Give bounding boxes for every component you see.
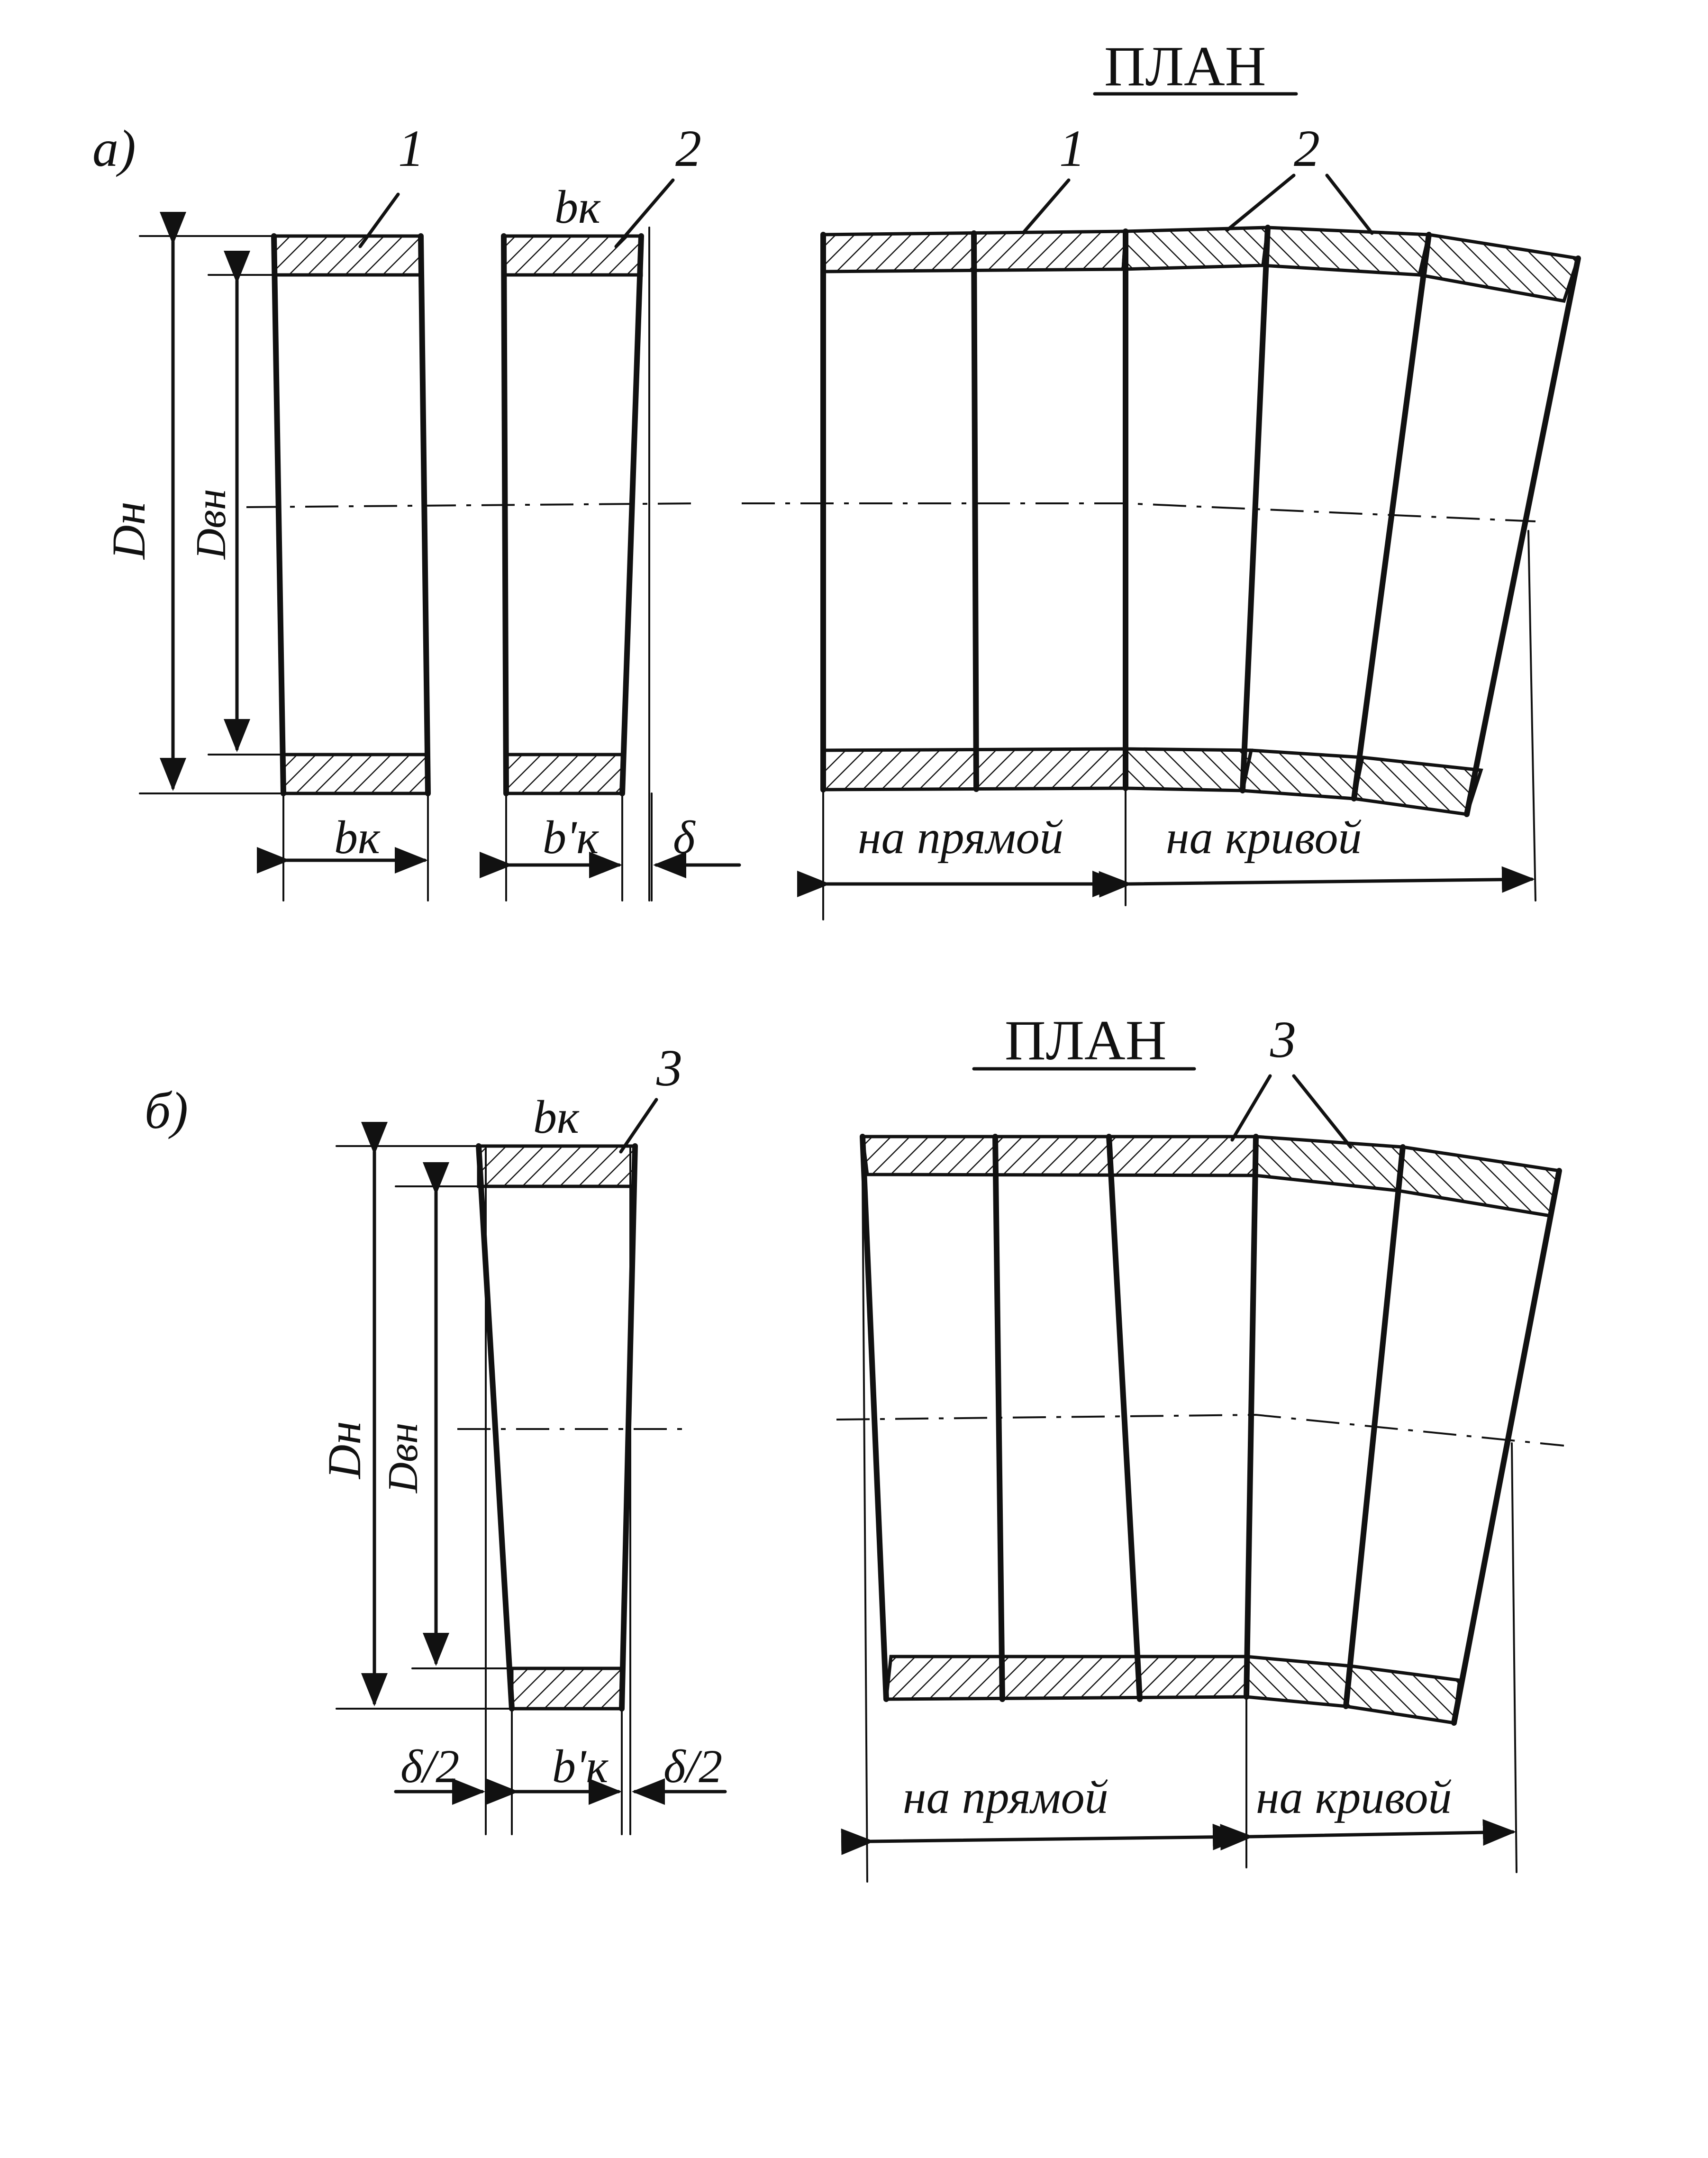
plan-a-on-curve: на кривой xyxy=(1166,811,1362,864)
plan-a-centerline xyxy=(742,502,1536,522)
ring-3-top-width: bк xyxy=(533,1091,580,1143)
plan-a-bottom-wall-curve-1 xyxy=(1124,747,1254,792)
plan-a-on-straight: на прямой xyxy=(858,811,1063,864)
plan-b-bottom-wall-straight xyxy=(884,1655,1248,1701)
plan-b-leader-b xyxy=(1292,1074,1353,1149)
ring-1-left-edge xyxy=(271,233,286,796)
bk-label-a: bк xyxy=(334,811,381,864)
diameter-dimensions-a: Dн Dвн xyxy=(102,212,284,794)
ring-2-leader xyxy=(614,178,675,248)
part-b-label: б) xyxy=(145,1082,188,1139)
ring-2-left-edge xyxy=(501,233,509,796)
plan-a-joint-5 xyxy=(1464,255,1581,817)
ring-3-callout: 3 xyxy=(656,1039,682,1097)
plan-a-title: ПЛАН xyxy=(1104,35,1266,98)
plan-a-joint-3 xyxy=(1240,225,1271,793)
plan-b-title: ПЛАН xyxy=(1005,1009,1166,1072)
plan-b-joint-3 xyxy=(1244,1134,1259,1700)
width-dimension-a2: b'к δ xyxy=(480,792,741,901)
plan-b-dim-straight xyxy=(841,1823,1246,1855)
part-b: б) bк 3 Dн Dвн xyxy=(145,1009,1564,1883)
plan-b-on-curve: на кривой xyxy=(1256,1771,1452,1823)
plan-a: ПЛАН 1 2 xyxy=(742,35,1581,920)
plan-b-bottom-wall-curve-2 xyxy=(1344,1664,1462,1725)
plan-b-dim-curve xyxy=(1220,1819,1516,1851)
plan-b-joint-5 xyxy=(1451,1168,1562,1726)
plan-b-centerline xyxy=(836,1413,1564,1447)
plan-a-leader-2a xyxy=(1226,173,1296,232)
plan-b-dim-ext-right xyxy=(1511,1442,1517,1873)
plan-a-dim-ext-right xyxy=(1527,530,1536,901)
ring-2-right-edge xyxy=(619,233,644,796)
half-delta-right-label: δ/2 xyxy=(663,1740,722,1793)
plan-a-bottom-wall-curve-3 xyxy=(1352,756,1483,816)
plan-a-bottom-wall-curve-2 xyxy=(1240,748,1365,801)
plan-a-top-wall-curve-3 xyxy=(1417,233,1581,303)
plan-b-dim-ext-left xyxy=(862,1174,868,1883)
plan-b-top-wall-curve-1 xyxy=(1254,1135,1405,1193)
plan-a-callout-1: 1 xyxy=(1059,119,1085,177)
part-a: а) 1 Dн Dвн bк xyxy=(92,35,1581,920)
plan-b-leader-a xyxy=(1230,1074,1272,1142)
plan-b-top-wall-curve-2 xyxy=(1396,1145,1562,1218)
ring-2-bottom-wall xyxy=(504,753,624,795)
ring-3-top-wall xyxy=(477,1144,637,1188)
ring-3-bottom-wall xyxy=(510,1666,624,1711)
plan-a-callout-2: 2 xyxy=(1294,119,1320,177)
bkp-label-b: b'к xyxy=(552,1740,609,1793)
ring-3-leader xyxy=(619,1098,658,1154)
ring-1-callout: 1 xyxy=(398,119,424,177)
width-dimension-b: δ/2 b'к δ/2 xyxy=(394,1708,727,1835)
dn-label-a: Dн xyxy=(102,501,155,560)
ring-1-top-wall xyxy=(272,234,423,277)
plan-b-bottom-wall-curve-1 xyxy=(1245,1655,1353,1708)
plan-b-on-straight: на прямой xyxy=(903,1771,1108,1823)
dvn-label-a: Dвн xyxy=(188,489,235,560)
diameter-dimensions-b: Dн Dвн xyxy=(318,1122,513,1710)
centerline-a-left xyxy=(246,502,697,508)
ring-3-section: bк 3 xyxy=(476,1039,682,1835)
plan-a-leader-2b xyxy=(1325,173,1374,235)
ring-2-top-width: bк xyxy=(554,181,601,233)
plan-b: ПЛАН 3 на прямой на кривой xyxy=(836,1009,1564,1883)
plan-a-joint-1 xyxy=(971,230,979,792)
ring-1-bottom-wall xyxy=(282,753,430,795)
ring-2-section: bк 2 xyxy=(501,119,701,901)
plan-a-top-wall-curve-1 xyxy=(1121,226,1270,271)
plan-a-leader-1 xyxy=(1022,178,1071,234)
plan-a-dim-curve xyxy=(1099,866,1535,898)
plan-b-top-wall-straight xyxy=(861,1135,1258,1177)
ring-2-callout: 2 xyxy=(675,119,701,177)
delta-label: δ xyxy=(673,811,696,864)
ring-3-left-edge xyxy=(476,1143,515,1712)
bkp-label-a: b'к xyxy=(543,811,599,864)
dn-label-b: Dн xyxy=(318,1421,371,1480)
plan-a-joint-4 xyxy=(1351,232,1432,801)
half-delta-left-label: δ/2 xyxy=(400,1740,459,1793)
ring-1-leader xyxy=(358,192,400,248)
plan-a-top-wall-curve-2 xyxy=(1261,226,1431,277)
plan-b-joint-0 xyxy=(860,1134,889,1702)
part-a-label: а) xyxy=(92,119,136,177)
ring-1-right-edge xyxy=(418,233,431,796)
dvn-label-b: Dвн xyxy=(380,1422,427,1494)
ring-1-section: 1 xyxy=(271,119,431,796)
width-dimension-a1: bк xyxy=(257,792,429,901)
plan-b-joint-2 xyxy=(1106,1134,1143,1702)
ring-3-right-edge xyxy=(619,1143,638,1712)
plan-b-callout: 3 xyxy=(1270,1011,1296,1068)
